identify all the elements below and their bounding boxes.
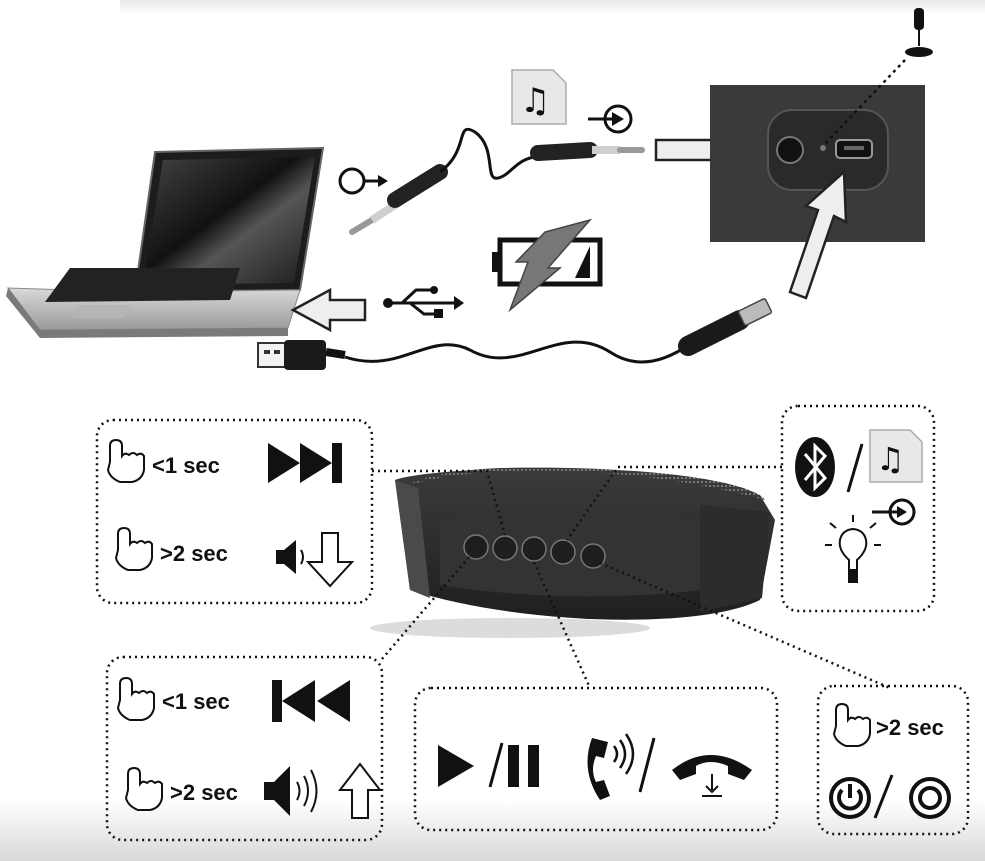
leader-lines — [372, 465, 891, 690]
phone-ringing-icon — [587, 733, 656, 800]
callout-play-call — [413, 686, 779, 832]
hang-up-icon — [672, 755, 752, 797]
button-mode[interactable] — [550, 539, 576, 565]
callout-mode — [780, 404, 936, 613]
power-duration-label: >2 sec — [876, 715, 944, 740]
next-track-icon — [268, 443, 342, 483]
button-next[interactable] — [492, 535, 518, 561]
pointing-hand-icon — [106, 438, 145, 483]
volume-down-duration-label: >2 sec — [160, 541, 228, 566]
battery-charging-icon — [492, 218, 603, 313]
callout-previous-volume-up — [105, 655, 384, 842]
arrow-to-usb-port — [788, 169, 848, 300]
volume-up-duration-label: >2 sec — [170, 780, 238, 805]
microphone-icon — [905, 8, 933, 57]
volume-up-icon — [264, 762, 383, 819]
light-bulb-icon — [825, 515, 881, 583]
audio-cable — [349, 127, 645, 235]
separator-slash — [846, 443, 864, 493]
previous-track-icon — [272, 680, 350, 722]
power-icon — [829, 774, 951, 819]
laptop — [6, 146, 325, 338]
music-file-icon: ♫ — [869, 429, 923, 483]
top-shadow-strip — [120, 0, 985, 14]
arrow-to-laptop — [290, 287, 367, 333]
next-duration-label: <1 sec — [152, 453, 220, 478]
button-previous[interactable] — [463, 534, 489, 560]
pointing-hand-icon — [832, 702, 871, 747]
audio-out-icon — [338, 167, 388, 195]
audio-in-icon — [588, 104, 633, 134]
svg-text:♫: ♫ — [876, 440, 905, 478]
svg-text:♫: ♫ — [520, 81, 550, 121]
speaker-buttons — [463, 534, 606, 569]
audio-in-icon — [872, 498, 916, 526]
bottom-fade — [0, 800, 985, 861]
bluetooth-icon — [795, 437, 835, 497]
pointing-hand-icon — [114, 526, 153, 571]
pointing-hand-icon — [124, 766, 163, 811]
callout-power — [816, 684, 970, 836]
callout-next-volume-down — [95, 418, 374, 605]
music-file-icon: ♫ — [511, 69, 567, 125]
mic-leader-line — [822, 59, 906, 147]
usb-icon — [383, 286, 464, 318]
play-pause-icon — [438, 742, 539, 788]
button-play-pause[interactable] — [521, 536, 547, 562]
volume-down-icon — [276, 532, 355, 588]
pointing-hand-icon — [116, 676, 155, 721]
usb-cable — [257, 298, 773, 370]
previous-duration-label: <1 sec — [162, 689, 230, 714]
button-power[interactable] — [580, 543, 606, 569]
